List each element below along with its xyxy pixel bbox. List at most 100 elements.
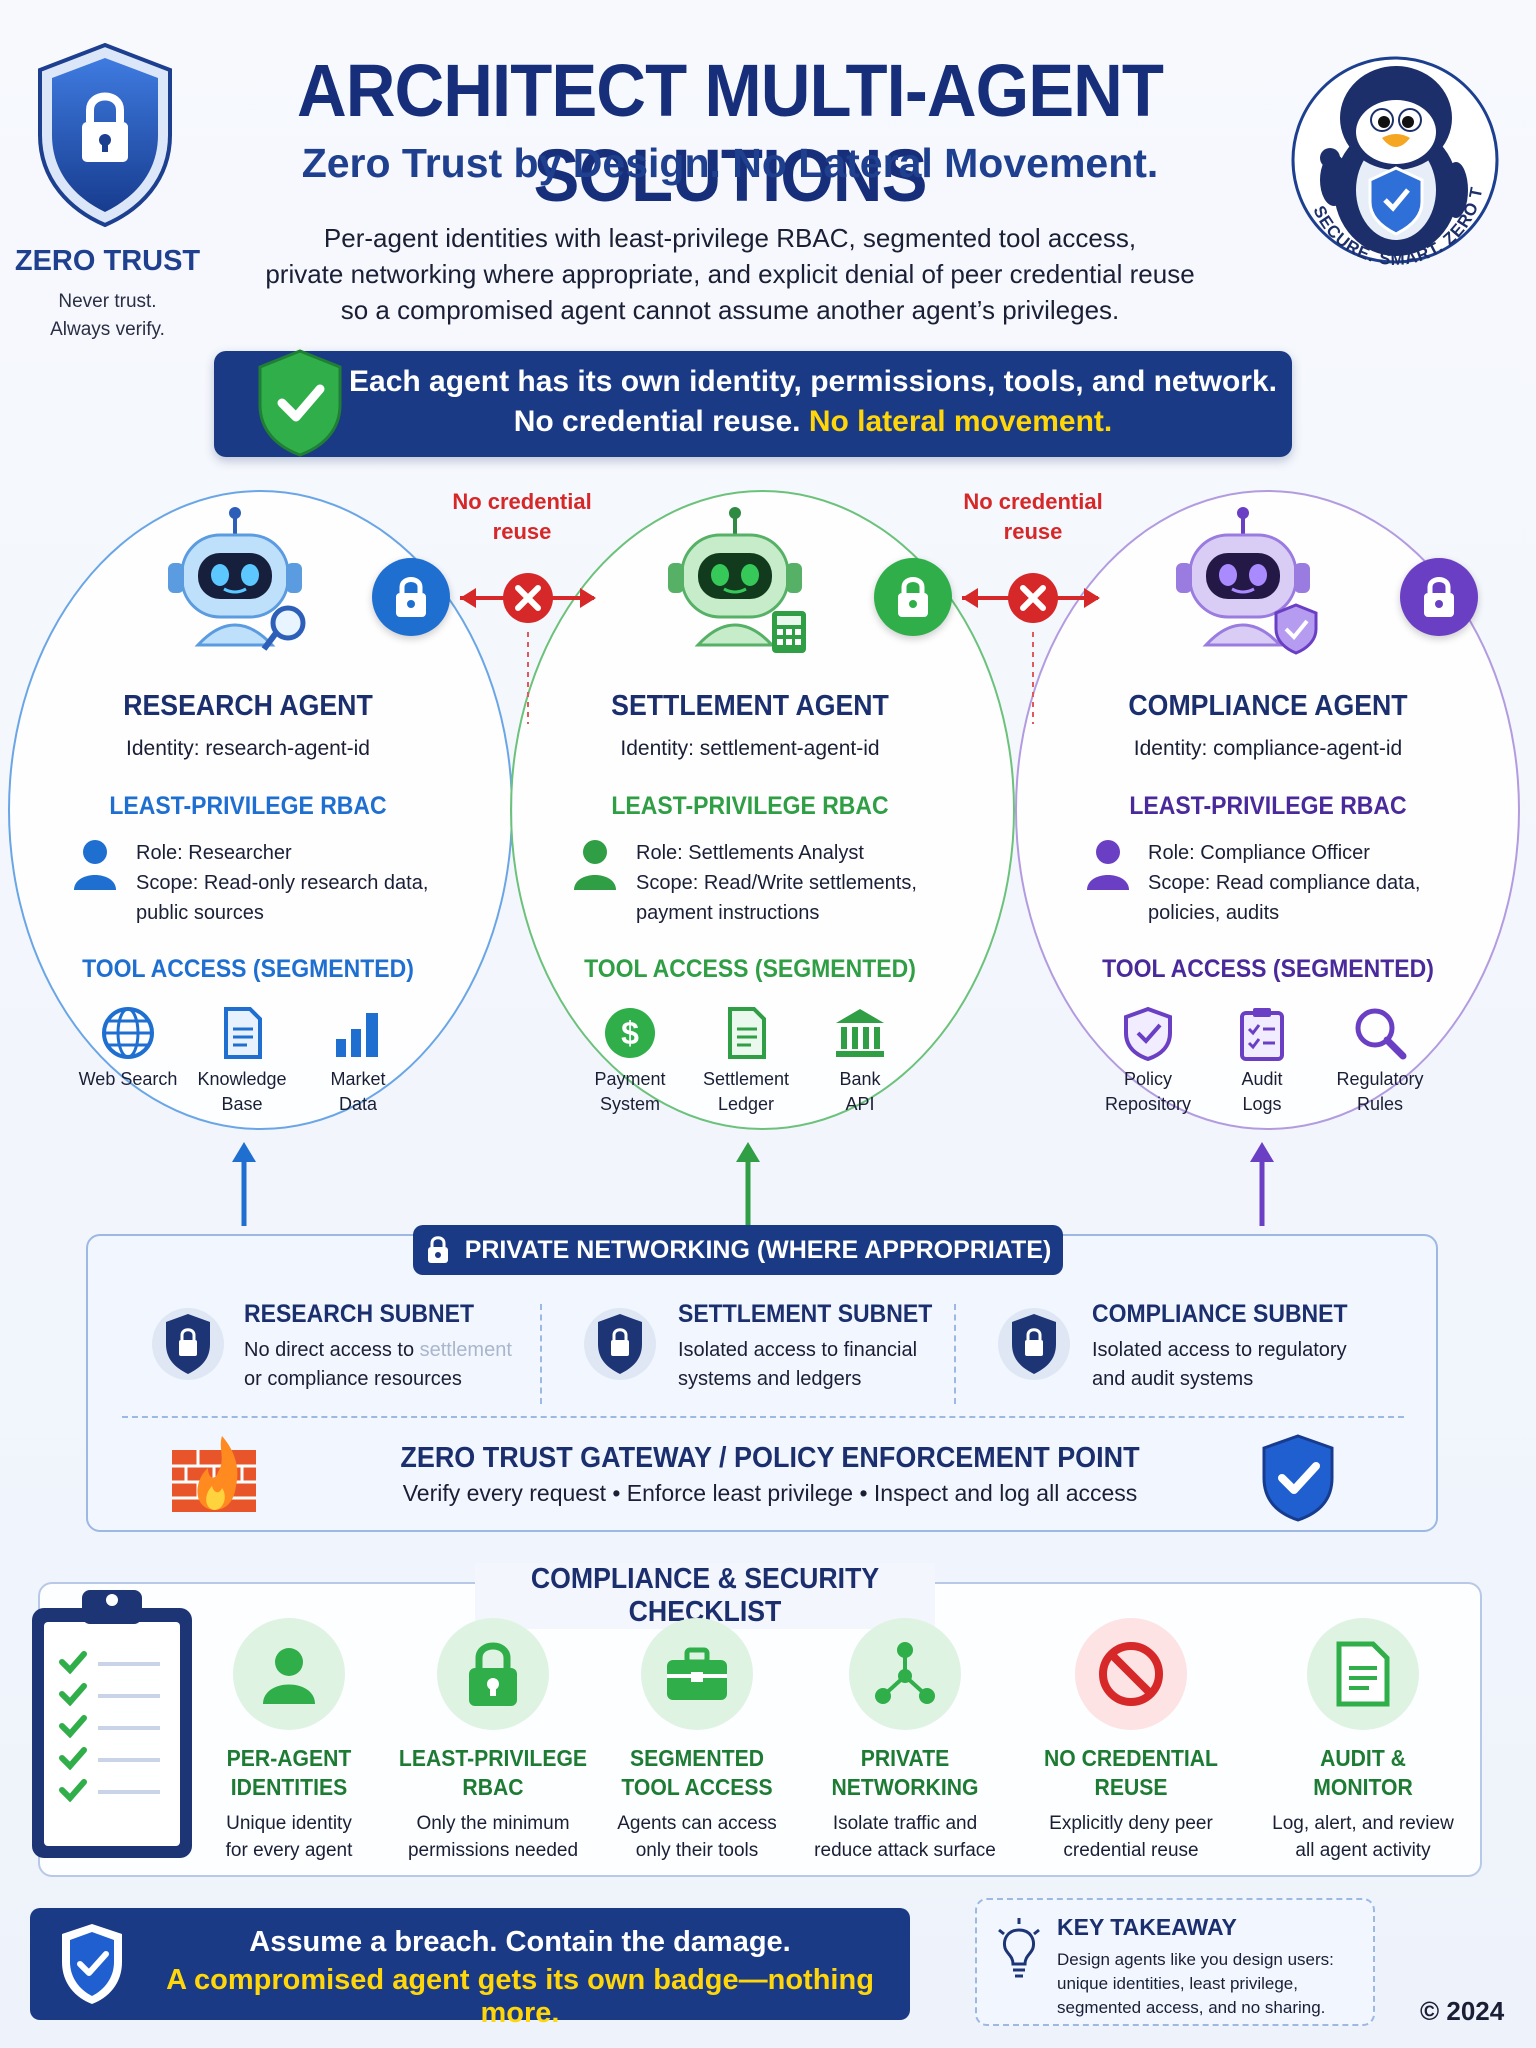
settlement-subnet-title: SETTLEMENT SUBNET [678, 1300, 933, 1328]
text-line-1: Only the minimum [416, 1813, 570, 1834]
page-subtitle: Zero Trust by Design. No Lateral Movemen… [301, 140, 1159, 186]
banner-line-1: Each agent has its own identity, permiss… [349, 365, 1277, 398]
document-icon [224, 1007, 262, 1059]
bank-icon [836, 1009, 884, 1057]
heading-line-1: PER-AGENT [226, 1745, 352, 1771]
takeaway-line-1: Design agents like you design users: [1057, 1950, 1334, 1969]
tool-label: Regulatory [1336, 1069, 1424, 1089]
checklist-text: Unique identity for every agent [184, 1810, 394, 1864]
intro-paragraph: Per-agent identities with least-privileg… [220, 220, 1240, 328]
key-takeaway-box: KEY TAKEAWAY Design agents like you desi… [975, 1898, 1375, 2026]
subnet-lock-shield-icon [584, 1308, 656, 1380]
compliance-agent-identity: Identity: compliance-agent-id [1133, 737, 1403, 760]
settlement-agent-name: SETTLEMENT AGENT [611, 690, 889, 722]
compliance-subnet-desc: Isolated access to regulatory and audit … [1092, 1336, 1347, 1394]
compliance-rbac-title: LEAST-PRIVILEGE RBAC [1129, 792, 1407, 820]
heading-line-1: SEGMENTED [629, 1745, 765, 1771]
text-line-1: Agents can access [617, 1813, 777, 1834]
tool-label-2: System [599, 1094, 660, 1114]
text-line-1: Explicitly deny peer [1049, 1813, 1213, 1834]
tool-regulatory-rules: Regulatory Rules [1320, 1005, 1440, 1117]
network-icon [875, 1642, 935, 1704]
subnet-divider [954, 1304, 956, 1404]
compliance-agent-name: COMPLIANCE AGENT [1128, 690, 1408, 722]
no-cred-left-line-2: reuse [492, 519, 552, 544]
intro-line-1: Per-agent identities with least-privileg… [323, 223, 1137, 253]
research-subnet-desc: No direct access to settlement or compli… [244, 1336, 512, 1394]
tool-label-2: Rules [1356, 1094, 1404, 1114]
research-subnet-line-2: or compliance resources [244, 1368, 462, 1390]
compliance-person-icon [1087, 840, 1129, 890]
research-agent-identity: Identity: research-agent-id [126, 737, 370, 760]
settlement-role: Role: Settlements Analyst [636, 842, 864, 864]
report-icon [1336, 1641, 1390, 1707]
text-line-2: for every agent [225, 1840, 353, 1861]
research-lock-badge [372, 558, 450, 636]
compliance-subnet-line-1: Isolated access to regulatory [1092, 1339, 1347, 1361]
tool-label-2: Ledger [717, 1094, 775, 1114]
tool-label-2: Repository [1104, 1094, 1192, 1114]
research-scope-line-1: Scope: Read-only research data, [136, 872, 429, 894]
text-line-1: Unique identity [226, 1813, 352, 1834]
badge-sub-line-1: Never trust. [58, 291, 157, 312]
banner-line-2-white: No credential reuse. [513, 405, 809, 438]
bar-chart-icon [336, 1013, 378, 1057]
private-networking-panel: RESEARCH SUBNET No direct access to sett… [86, 1234, 1438, 1532]
heading-line-1: LEAST-PRIVILEGE [398, 1745, 588, 1771]
takeaway-line-2: unique identities, least privilege, [1057, 1974, 1298, 1993]
compliance-subnet-title: COMPLIANCE SUBNET [1092, 1300, 1348, 1328]
compliance-tool-title: TOOL ACCESS (SEGMENTED) [1102, 955, 1434, 983]
research-agent-name: RESEARCH AGENT [123, 690, 373, 722]
heading-line-2: MONITOR [1313, 1774, 1413, 1800]
tool-label: Bank [839, 1069, 881, 1089]
checklist-icon-circle [849, 1618, 961, 1730]
tool-label: Web Search [78, 1069, 178, 1089]
tool-payment-system: $ Payment System [570, 1005, 690, 1117]
tool-label-2: Base [221, 1094, 263, 1114]
checklist-heading: AUDIT & MONITOR [1266, 1744, 1459, 1802]
text-line-2: permissions needed [407, 1840, 579, 1861]
text-line-1: Isolate traffic and [832, 1813, 978, 1834]
tool-label: Audit [1241, 1069, 1283, 1089]
tool-label: Payment [594, 1069, 666, 1089]
intro-line-2: private networking where appropriate, an… [265, 259, 1195, 289]
settlement-subnet-desc: Isolated access to financial systems and… [678, 1336, 917, 1394]
breach-banner: Assume a breach. Contain the damage. A c… [30, 1908, 910, 2029]
no-credential-reuse-label-left: No credential reuse [442, 487, 602, 547]
text-line-2: credential reuse [1063, 1840, 1199, 1861]
text-line-2: all agent activity [1295, 1840, 1431, 1861]
identity-banner: Each agent has its own identity, permiss… [214, 349, 1292, 457]
settlement-scope-line-2: payment instructions [636, 902, 820, 924]
tool-bank-api: Bank API [800, 1005, 920, 1117]
banner-line-2-highlight: No lateral movement. [808, 405, 1113, 438]
tool-label: Policy [1123, 1069, 1172, 1089]
subnet-lock-shield-icon [998, 1308, 1070, 1380]
toolbox-icon [667, 1647, 727, 1700]
research-scope-line-2: public sources [136, 902, 264, 924]
settlement-scope-line-1: Scope: Read/Write settlements, [636, 872, 917, 894]
deny-x-icon-right [1008, 573, 1058, 623]
checklist-text: Only the minimum permissions needed [388, 1810, 598, 1864]
tool-audit-logs: Audit Logs [1202, 1005, 1322, 1117]
compliance-role: Role: Compliance Officer [1148, 842, 1370, 864]
lock-icon [1424, 577, 1454, 617]
compliance-lock-badge [1400, 558, 1478, 636]
policy-shield-icon [1124, 1006, 1172, 1061]
zero-trust-badge-title: ZERO TRUST [14, 245, 201, 277]
gateway-check-shield-icon [1262, 1434, 1334, 1522]
zero-trust-badge-subtitle: Never trust. Always verify. [10, 288, 205, 344]
gateway-divider [122, 1416, 1404, 1418]
heading-line-1: AUDIT & [1320, 1745, 1406, 1771]
magnifier-icon [1355, 1008, 1407, 1060]
no-cred-left-line-1: No credential [452, 489, 592, 514]
heading-line-2: NETWORKING [831, 1774, 979, 1800]
badge-sub-line-2: Always verify. [50, 319, 165, 340]
checklist-icon-circle [233, 1618, 345, 1730]
